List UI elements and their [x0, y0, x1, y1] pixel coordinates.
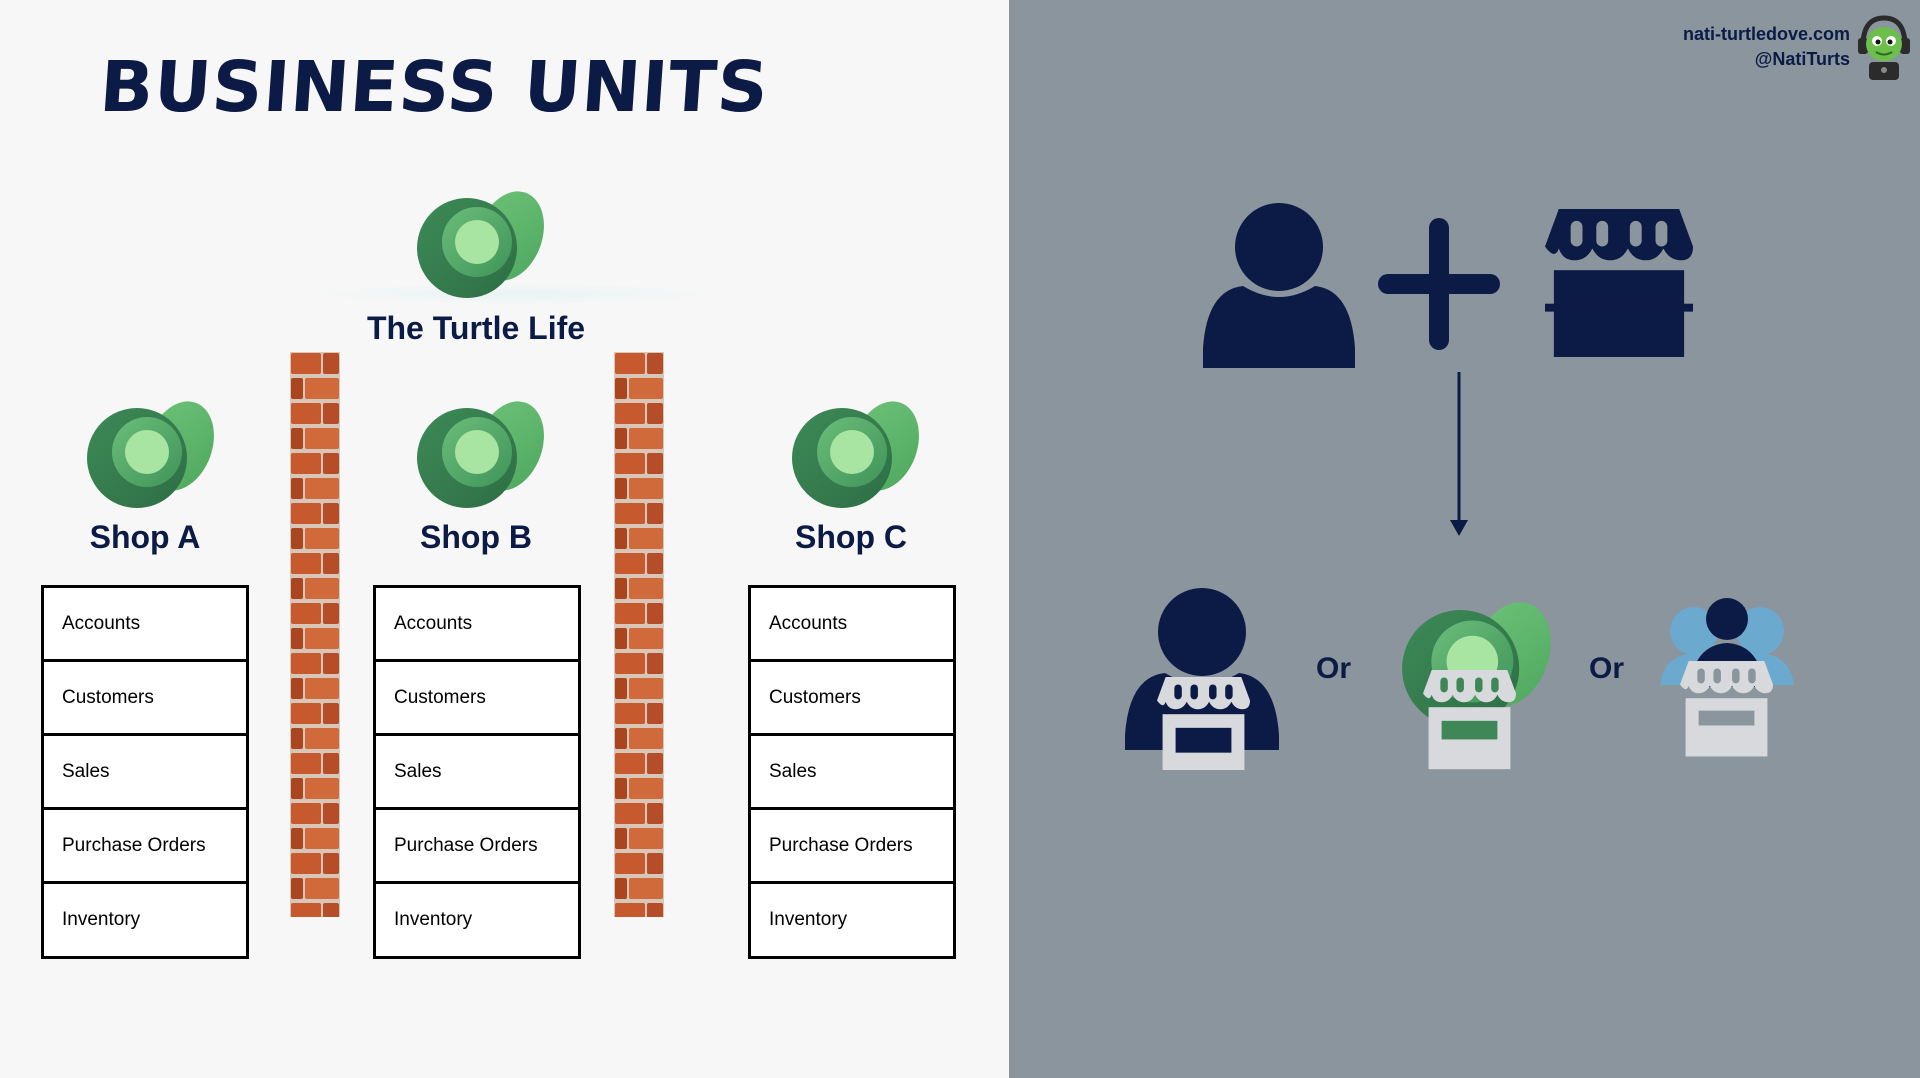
brick-wall-left-icon — [290, 352, 340, 917]
website-link[interactable]: nati-turtledove.com — [1682, 24, 1850, 44]
table-item: Inventory — [769, 909, 848, 930]
right-panel — [1009, 0, 1920, 1078]
plus-icon — [1378, 218, 1500, 350]
table-item: Sales — [44, 736, 246, 810]
shop-a-table-list: Accounts Customers Sales Purchase Orders… — [41, 585, 249, 959]
shop-b-table-list: Accounts Customers Sales Purchase Orders… — [373, 585, 581, 959]
author-credit: nati-turtledove.com @NatiTurts — [1683, 22, 1850, 72]
store-icon — [1545, 209, 1693, 357]
shop-c-table-list: Accounts Customers Sales Purchase Orders… — [748, 585, 956, 959]
table-item: Inventory — [62, 909, 141, 930]
twitter-handle[interactable]: @NatiTurts — [1754, 49, 1850, 69]
table-item: Sales — [751, 736, 953, 810]
shop-a-logo-icon — [75, 400, 215, 510]
table-item: Customers — [751, 662, 953, 736]
table-item: Sales — [376, 736, 578, 810]
table-item: Accounts — [376, 588, 578, 662]
shop-b-label: Shop B — [420, 519, 532, 555]
table-item: Purchase Orders — [44, 810, 246, 884]
page-title: BUSINESS UNITS — [97, 46, 772, 128]
or-separator-2: Or — [1589, 652, 1625, 685]
arrow-down-icon — [1450, 372, 1468, 536]
table-item: Customers — [44, 662, 246, 736]
shop-c-logo-icon — [780, 400, 920, 510]
table-item: Purchase Orders — [376, 810, 578, 884]
root-business-unit-logo-icon — [405, 190, 545, 300]
user-icon — [1203, 203, 1355, 368]
team-store-icon — [1660, 598, 1794, 757]
business-unit-store-icon — [1402, 600, 1552, 770]
turtle-avatar-icon — [1858, 15, 1910, 80]
table-item: Purchase Orders — [751, 810, 953, 884]
root-business-unit-label: The Turtle Life — [366, 310, 586, 346]
user-store-icon — [1125, 588, 1279, 770]
root-logo-glow — [320, 284, 708, 304]
or-separator-1: Or — [1316, 652, 1352, 685]
shop-a-label: Shop A — [89, 519, 201, 555]
table-item: Accounts — [44, 588, 246, 662]
table-item: Accounts — [751, 588, 953, 662]
shop-b-logo-icon — [405, 400, 545, 510]
table-item: Customers — [376, 662, 578, 736]
brick-wall-right-icon — [614, 352, 664, 917]
shop-c-label: Shop C — [795, 519, 907, 555]
table-item: Inventory — [394, 909, 473, 930]
